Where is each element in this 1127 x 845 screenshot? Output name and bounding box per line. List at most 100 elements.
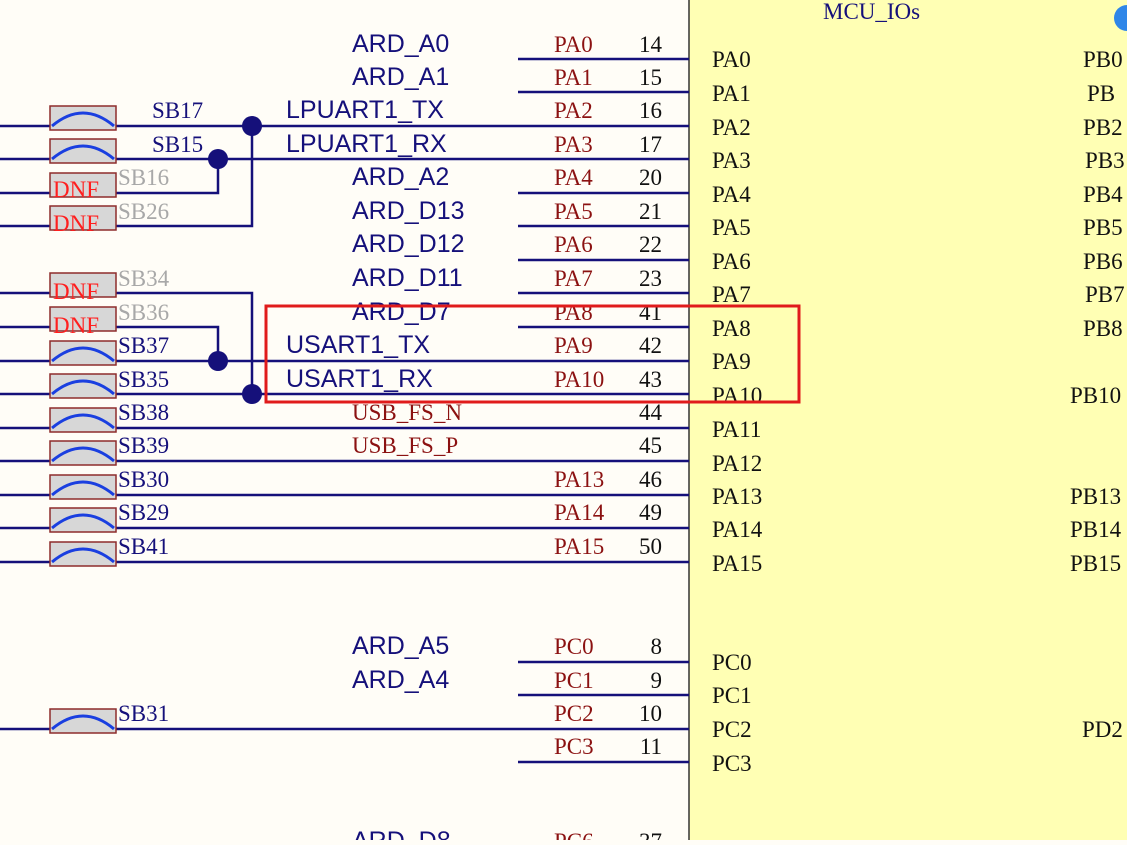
port-label: PA0 — [554, 32, 593, 57]
net-label[interactable]: USART1_TX — [286, 331, 430, 359]
net-label[interactable]: ARD_D13 — [352, 197, 465, 225]
dnf-mark: DNF — [53, 177, 99, 202]
user-badge-icon[interactable] — [1114, 5, 1127, 31]
left-pin-label: PA13 — [712, 484, 762, 509]
bridge-label: SB35 — [118, 367, 169, 392]
bridge-pad[interactable] — [49, 507, 117, 533]
net-label[interactable]: USART1_RX — [286, 365, 433, 393]
solder-bridge[interactable]: SB39 — [49, 433, 169, 466]
bridge-label: SB34 — [118, 266, 170, 291]
bridge-pad[interactable] — [49, 105, 117, 131]
solder-bridge[interactable]: SB31 — [49, 701, 169, 734]
left-pin-label: PA0 — [712, 47, 751, 72]
pin-number: 43 — [639, 367, 662, 392]
right-pin-label: PB13 — [1070, 484, 1121, 509]
pin-number: 9 — [651, 668, 663, 693]
net-label[interactable]: USB_FS_P — [352, 433, 458, 458]
bridge-pad[interactable] — [49, 440, 117, 466]
bridge-arc-icon — [51, 547, 115, 564]
bridge-pad[interactable] — [49, 340, 117, 366]
bridge-arc-icon — [51, 144, 115, 161]
solder-bridge-dnf[interactable]: DNF SB26 — [49, 199, 169, 236]
bridge-pad[interactable] — [49, 172, 117, 198]
right-pin-label: PB8 — [1083, 316, 1123, 341]
component-title: MCU_IOs — [823, 0, 920, 24]
wire[interactable] — [116, 159, 220, 195]
mcu-component-body[interactable] — [688, 0, 1127, 845]
wires — [0, 124, 518, 731]
bridge-pad[interactable] — [49, 272, 117, 298]
bridge-pad[interactable] — [49, 407, 117, 433]
left-pin-label: PA10 — [712, 383, 762, 408]
left-pin-label: PA5 — [712, 215, 751, 240]
wire[interactable] — [116, 325, 220, 361]
solder-bridge-dnf[interactable]: DNF SB36 — [49, 300, 169, 338]
pin-number: 10 — [639, 701, 662, 726]
solder-bridge-dnf[interactable]: DNF SB16 — [49, 165, 169, 202]
port-label: PA14 — [554, 500, 605, 525]
solder-bridge[interactable]: SB41 — [49, 534, 169, 567]
bridge-label: SB36 — [118, 300, 169, 325]
bridge-arc-icon — [51, 111, 115, 128]
dnf-mark: DNF — [53, 279, 99, 304]
net-label[interactable]: ARD_A5 — [352, 632, 449, 660]
solder-bridge[interactable]: SB37 — [49, 333, 169, 366]
net-label[interactable]: ARD_A2 — [352, 163, 449, 191]
pin-number: 22 — [639, 232, 662, 257]
right-pin-label: PB3 — [1085, 148, 1125, 173]
junction-dot[interactable] — [242, 384, 262, 404]
bridge-pad[interactable] — [49, 138, 117, 164]
right-pin-label: PB15 — [1070, 551, 1121, 576]
bridge-pad[interactable] — [49, 541, 117, 567]
net-label[interactable]: ARD_D7 — [352, 298, 451, 326]
solder-bridge[interactable]: SB29 — [49, 500, 169, 533]
bridge-label: SB16 — [118, 165, 169, 190]
bridge-arc-icon — [51, 480, 115, 497]
bridge-pad[interactable] — [49, 708, 117, 734]
wire[interactable] — [116, 126, 254, 228]
net-label[interactable]: ARD_A0 — [352, 30, 449, 58]
bridge-pad[interactable] — [49, 474, 117, 500]
left-pin-label: PA7 — [712, 282, 751, 307]
solder-bridge[interactable]: SB30 — [49, 467, 169, 500]
solder-bridge[interactable]: SB38 — [49, 400, 169, 433]
solder-bridge[interactable]: SB35 — [49, 367, 169, 399]
solder-bridge[interactable]: SB15 — [49, 132, 203, 164]
pin-stubs — [518, 57, 689, 764]
right-pin-label: PB0 — [1083, 47, 1123, 72]
junction-dot[interactable] — [242, 116, 262, 136]
net-label[interactable]: ARD_D11 — [352, 264, 463, 292]
solder-bridge-dnf[interactable]: DNF SB34 — [49, 266, 170, 304]
pin-number: 50 — [639, 534, 662, 559]
pin-number: 23 — [639, 266, 662, 291]
bridge-pad[interactable] — [49, 306, 117, 332]
port-label: PA1 — [554, 65, 593, 90]
left-pin-label: PA1 — [712, 81, 751, 106]
port-label: PA15 — [554, 534, 604, 559]
left-pin-label: PA11 — [712, 417, 761, 442]
net-label[interactable]: ARD_A1 — [352, 63, 449, 91]
dnf-mark: DNF — [53, 211, 99, 236]
port-label: PA8 — [554, 300, 593, 325]
net-label[interactable]: ARD_A4 — [352, 666, 449, 694]
net-label[interactable]: LPUART1_RX — [286, 130, 447, 158]
right-pin-label: PB7 — [1085, 282, 1125, 307]
port-label: PA9 — [554, 333, 593, 358]
left-pin-label: PC0 — [712, 650, 752, 675]
bridge-label: SB17 — [152, 98, 203, 123]
net-label[interactable]: USB_FS_N — [352, 400, 462, 425]
net-label[interactable]: LPUART1_TX — [286, 96, 444, 124]
solder-bridge[interactable]: SB17 — [49, 98, 203, 131]
port-label: PA2 — [554, 98, 593, 123]
left-pin-label: PC2 — [712, 717, 752, 742]
junction-dot[interactable] — [208, 351, 228, 371]
net-label[interactable]: ARD_D12 — [352, 230, 465, 258]
pin-number: 37 — [639, 829, 662, 840]
bridge-pad[interactable] — [49, 373, 117, 399]
pin-number: 8 — [651, 634, 663, 659]
bridge-pad[interactable] — [49, 205, 117, 231]
junction-dot[interactable] — [208, 149, 228, 169]
right-pin-label: PB6 — [1083, 249, 1123, 274]
net-label[interactable]: ARD_D8 — [352, 827, 451, 845]
left-pin-label: PC3 — [712, 751, 752, 776]
